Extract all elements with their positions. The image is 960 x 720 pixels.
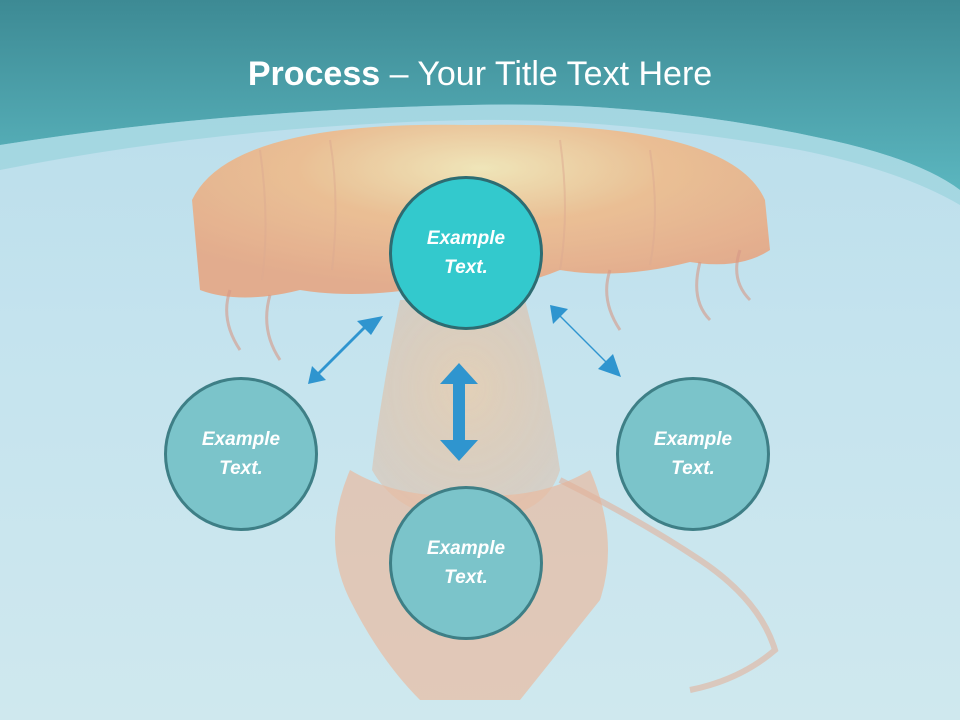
process-node-top: Example Text. [389, 176, 543, 330]
header-band [0, 0, 960, 190]
double-arrow-vertical-icon [440, 363, 478, 461]
process-node-bottom: Example Text. [389, 486, 543, 640]
node-bottom-line1: Example [426, 538, 506, 559]
slide-title: Process – Your Title Text Here [0, 52, 960, 96]
title-rest: – Your Title Text Here [380, 55, 713, 93]
node-left-line1: Example [201, 429, 281, 450]
node-right-line1: Example [653, 429, 733, 450]
double-arrow-top-right-icon [550, 305, 621, 377]
node-right-line2: Text. [671, 458, 715, 479]
process-node-left: Example Text. [164, 377, 318, 531]
title-bold: Process [247, 55, 381, 93]
double-arrow-top-left-icon [308, 316, 383, 384]
node-left-line2: Text. [219, 458, 263, 479]
node-top-line1: Example [426, 228, 506, 249]
node-bottom-line2: Text. [444, 567, 488, 588]
process-node-right: Example Text. [616, 377, 770, 531]
header-swoosh [0, 104, 960, 205]
node-top-line2: Text. [444, 257, 488, 278]
